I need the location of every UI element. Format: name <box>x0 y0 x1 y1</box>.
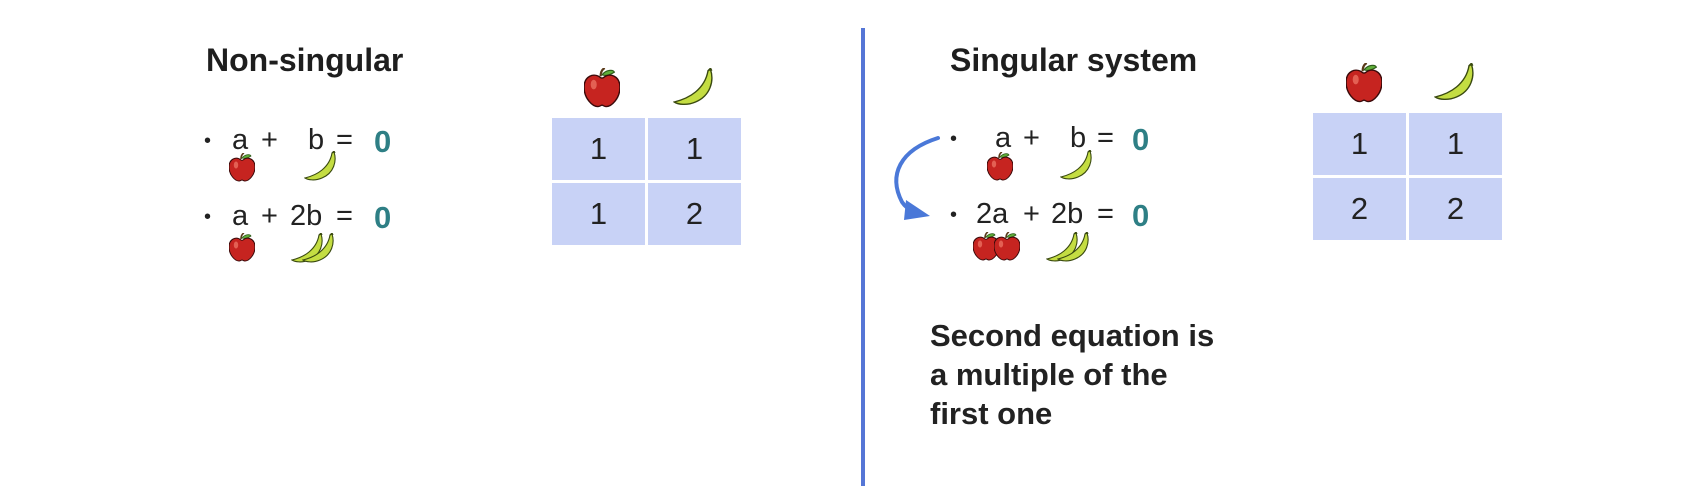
equals-sign: = <box>336 124 353 156</box>
variable-a: a <box>232 124 249 156</box>
singular-note: Second equation is a multiple of the fir… <box>930 316 1214 433</box>
note-line-3: first one <box>930 396 1053 431</box>
rhs-zero: 0 <box>1132 198 1150 233</box>
rhs-zero: 0 <box>374 124 392 159</box>
left-equation-2: • a + 2b = 0 <box>204 200 404 240</box>
left-heading: Non-singular <box>206 42 404 78</box>
rhs-zero: 0 <box>1132 122 1150 157</box>
bullet: • <box>950 204 958 226</box>
note-line-2: a multiple of the <box>930 357 1168 392</box>
variable-b: b <box>1070 122 1087 154</box>
equals-sign: = <box>1097 122 1114 154</box>
banana-icon <box>1434 63 1474 101</box>
bullet: • <box>204 206 212 228</box>
variable-b: b <box>308 124 325 156</box>
banana-icon <box>1057 232 1089 262</box>
matrix-cell: 1 <box>1409 113 1502 175</box>
matrix-cell: 1 <box>552 118 645 180</box>
matrix-cell: 1 <box>648 118 741 180</box>
apple-icon <box>1346 63 1382 103</box>
curved-arrow-icon <box>894 136 940 220</box>
right-matrix: 1 1 2 2 <box>1313 113 1502 240</box>
banana-icon <box>302 233 334 263</box>
apple-icon <box>994 232 1020 261</box>
banana-icon <box>304 151 336 181</box>
matrix-cell: 1 <box>1313 113 1406 175</box>
bullet: • <box>950 128 958 150</box>
variable-a: a <box>232 200 249 232</box>
banana-icon <box>1060 150 1092 180</box>
variable-a: 2a <box>976 198 1009 230</box>
variable-a: a <box>995 122 1012 154</box>
plus-sign: + <box>261 200 278 232</box>
rhs-zero: 0 <box>374 200 392 235</box>
variable-b: 2b <box>1051 198 1084 230</box>
apple-icon <box>229 153 255 182</box>
plus-sign: + <box>261 124 278 156</box>
matrix-cell: 2 <box>648 183 741 245</box>
right-heading: Singular system <box>950 42 1198 78</box>
matrix-cell: 2 <box>1313 178 1406 240</box>
equals-sign: = <box>336 200 353 232</box>
bullet: • <box>204 130 212 152</box>
plus-sign: + <box>1023 198 1040 230</box>
banana-icon <box>673 68 713 106</box>
apple-icon <box>229 233 255 262</box>
left-matrix: 1 1 1 2 <box>552 118 741 245</box>
note-line-1: Second equation is <box>930 318 1215 353</box>
matrix-cell: 1 <box>552 183 645 245</box>
equals-sign: = <box>1097 198 1114 230</box>
apple-icon <box>987 152 1013 181</box>
right-equation-1: • a + b = 0 <box>950 122 1160 162</box>
left-equation-1: • a + b = 0 <box>204 124 404 164</box>
variable-b: 2b <box>290 200 323 232</box>
apple-icon <box>584 68 620 108</box>
matrix-cell: 2 <box>1409 178 1502 240</box>
plus-sign: + <box>1023 122 1040 154</box>
panel-divider <box>861 28 865 486</box>
right-equation-2: • 2a + 2b = 0 <box>950 198 1160 238</box>
